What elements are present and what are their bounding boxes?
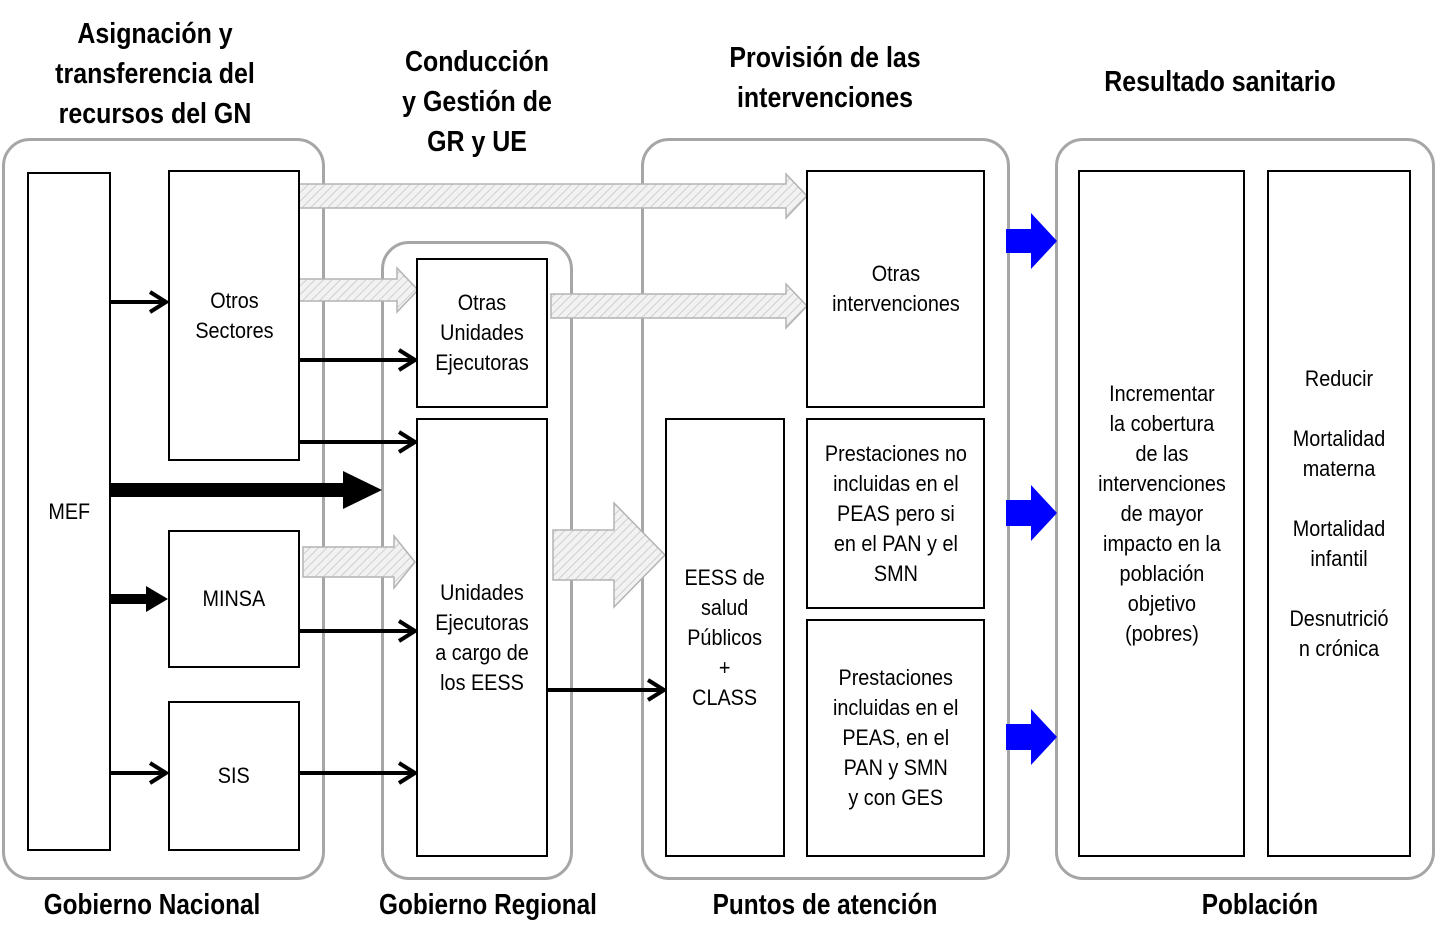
box-unidades-ejecutoras-eess: Unidades Ejecutoras a cargo de los EESS xyxy=(416,418,548,857)
box-incrementar-label: Incrementar la cobertura de las interven… xyxy=(1097,380,1226,646)
box-eess-label: EESS de salud Públicos + CLASS xyxy=(684,564,766,710)
box-mef: MEF xyxy=(27,172,111,851)
box-prestaciones-no-label: Prestaciones no incluidas en el PEAS per… xyxy=(824,440,967,586)
hollow-arrow-ue-to-eess xyxy=(552,501,667,609)
box-sis: SIS xyxy=(168,701,300,851)
header-conduccion: Conducción y Gestión de GR y UE xyxy=(402,46,552,158)
box-otras-intervenciones-label: Otras intervenciones xyxy=(831,261,960,316)
blue-arrow-top xyxy=(1006,213,1057,269)
box-reducir-label: Reducir Mortalidad materna Mortalidad in… xyxy=(1289,365,1389,661)
footer-gobierno-regional: Gobierno Regional xyxy=(379,889,597,921)
blue-arrow-bottom xyxy=(1006,709,1057,765)
box-incrementar-cobertura: Incrementar la cobertura de las interven… xyxy=(1078,170,1245,857)
box-minsa-label: MINSA xyxy=(202,586,266,611)
blue-arrow-middle xyxy=(1006,485,1057,541)
box-otras-intervenciones: Otras intervenciones xyxy=(806,170,985,408)
header-provision: Provisión de las intervenciones xyxy=(729,42,921,114)
box-otras-ue-label: Otras Unidades Ejecutoras xyxy=(435,290,529,375)
arrow-mef-to-minsa xyxy=(110,586,168,612)
group-poblacion xyxy=(1055,138,1435,880)
box-otras-unidades-ejecutoras: Otras Unidades Ejecutoras xyxy=(416,258,548,408)
box-prestaciones-incluidas: Prestaciones incluidas en el PEAS, en el… xyxy=(806,619,985,857)
group-gobierno-nacional xyxy=(2,138,325,880)
header-asignacion: Asignación y transferencia del recursos … xyxy=(55,18,255,130)
box-prestaciones-si-label: Prestaciones incluidas en el PEAS, en el… xyxy=(832,665,959,810)
header-resultado: Resultado sanitario xyxy=(1104,66,1336,98)
footer-gobierno-nacional: Gobierno Nacional xyxy=(43,889,261,921)
box-otros-sectores-label: Otros Sectores xyxy=(194,287,274,343)
box-prestaciones-no-incluidas: Prestaciones no incluidas en el PEAS per… xyxy=(806,418,985,609)
hollow-arrow-otros-to-otras-intervenciones xyxy=(298,172,809,220)
box-sis-label: SIS xyxy=(218,763,250,788)
box-mef-label: MEF xyxy=(48,498,90,524)
hollow-arrow-otros-to-otras-ue xyxy=(298,266,420,314)
box-eess-publicos: EESS de salud Públicos + CLASS xyxy=(665,418,785,857)
hollow-arrow-otras-ue-to-otras-intervenciones xyxy=(550,282,809,330)
box-ue-eess-label: Unidades Ejecutoras a cargo de los EESS xyxy=(435,579,529,695)
footer-puntos-atencion: Puntos de atención xyxy=(712,889,938,921)
arrow-mef-to-gobierno-regional xyxy=(110,471,382,509)
box-otros-sectores: Otros Sectores xyxy=(168,170,300,461)
footer-poblacion: Población xyxy=(1201,889,1319,921)
box-minsa: MINSA xyxy=(168,530,300,668)
box-reducir: Reducir Mortalidad materna Mortalidad in… xyxy=(1267,170,1411,857)
hollow-arrow-minsa-to-ue xyxy=(302,533,416,591)
